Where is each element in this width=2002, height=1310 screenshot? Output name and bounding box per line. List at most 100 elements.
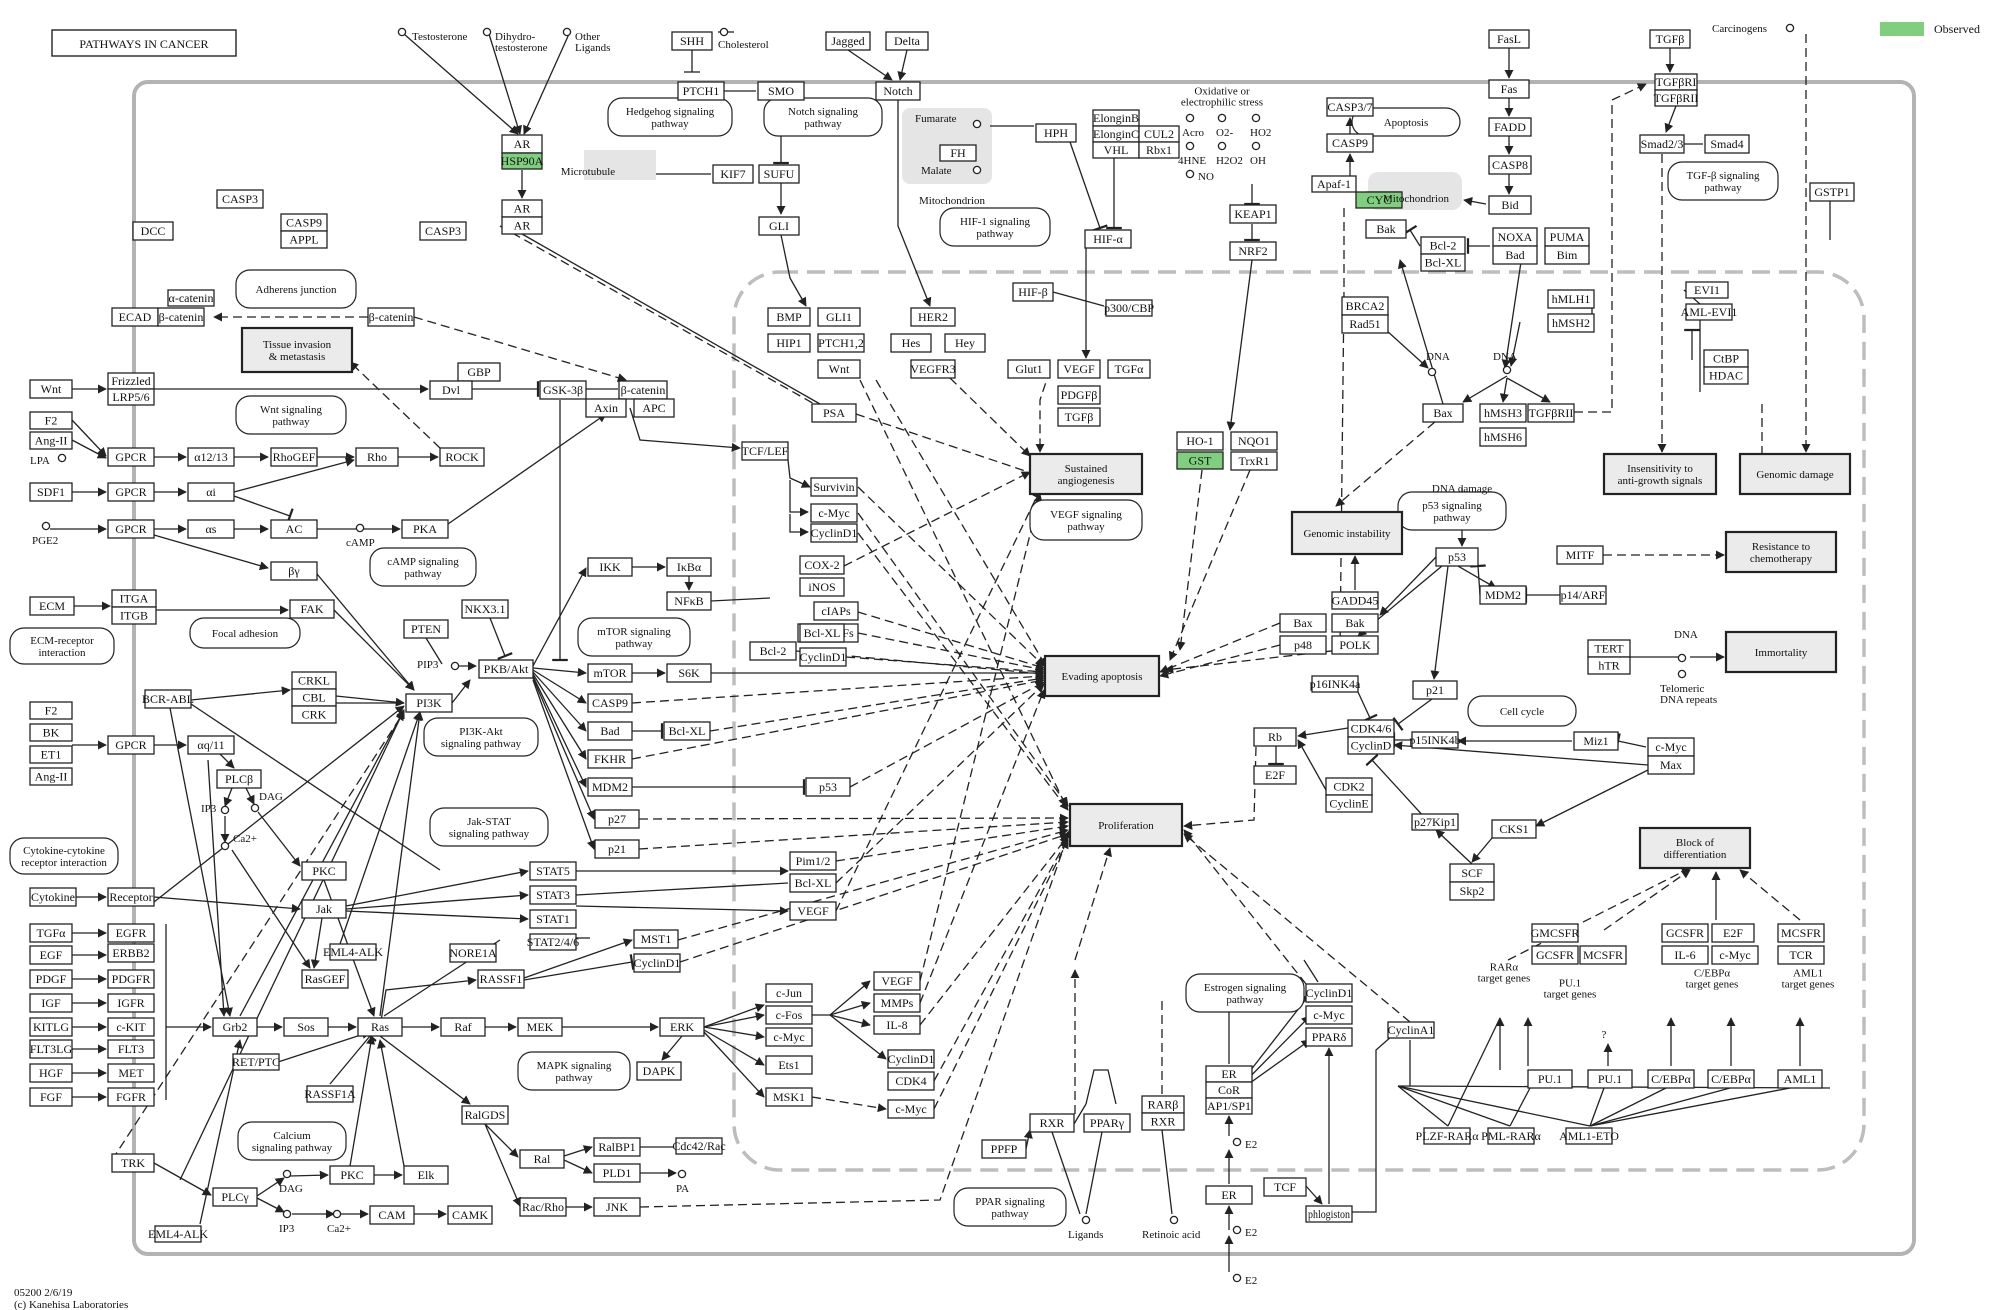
gene-pdgf[interactable]: PDGF (29, 969, 73, 989)
compound-ca2[interactable]: Ca2+ (327, 1209, 351, 1235)
compound-cholesterol[interactable]: Cholesterol (718, 27, 769, 51)
gene-bid[interactable]: Bid (1488, 195, 1532, 215)
gene-cdc42-rac[interactable]: Cdc42/Rac (672, 1137, 726, 1155)
gene-igfr[interactable]: IGFR (107, 993, 155, 1013)
gene-skp2[interactable]: Skp2 (1449, 881, 1495, 901)
gene-s6k[interactable]: S6K (666, 663, 712, 683)
gene-pld1[interactable]: PLD1 (593, 1163, 641, 1183)
gene-rb[interactable]: Rb (1253, 727, 1297, 747)
gene-bak[interactable]: Bak (1331, 613, 1379, 633)
gene-c-myc[interactable]: c-Myc (1305, 1005, 1353, 1025)
gene-hmsh2[interactable]: hMSH2 (1547, 313, 1595, 333)
phenotype-genomic-instability[interactable]: Genomic instability (1290, 510, 1404, 556)
gene-crkl[interactable]: CRKL (291, 671, 337, 690)
gene-ciaps[interactable]: cIAPs (813, 601, 859, 621)
gene-fgf[interactable]: FGF (29, 1087, 73, 1107)
gene-ctbp[interactable]: CtBP (1703, 349, 1749, 368)
compound-fumarate[interactable]: Fumarate (915, 113, 982, 129)
gene-pim1-2[interactable]: Pim1/2 (789, 851, 837, 871)
gene-pten[interactable]: PTEN (403, 619, 449, 639)
compound-dag[interactable]: DAG (279, 1169, 303, 1195)
compound-malate[interactable]: Malate (921, 165, 982, 177)
gene-rassf1[interactable]: RASSF1 (477, 969, 525, 989)
gene-mdm2[interactable]: MDM2 (587, 777, 633, 797)
compound-dna[interactable]: DNA (1493, 351, 1517, 375)
gene-eml4-alk[interactable]: EML4-ALK (323, 943, 383, 961)
phenotype-immortality[interactable]: Immortality (1724, 630, 1838, 674)
gene-cyclind1[interactable]: CyclinD1 (633, 953, 681, 973)
gene-i-b[interactable]: IκBα (666, 557, 712, 577)
gene-hip1[interactable]: HIP1 (767, 333, 811, 353)
gene-casp8[interactable]: CASP8 (1488, 155, 1532, 175)
compound-e2[interactable]: E2 (1232, 1225, 1257, 1239)
compound-no[interactable]: NO (1185, 169, 1214, 183)
compound-e2[interactable]: E2 (1232, 1273, 1257, 1287)
gene-s[interactable]: αs (187, 519, 235, 539)
gene-rho[interactable]: Rho (355, 447, 399, 467)
gene-f2[interactable]: F2 (29, 411, 73, 430)
gene-hmsh6[interactable]: hMSH6 (1479, 427, 1527, 447)
gene-plc[interactable]: PLCγ (212, 1187, 258, 1207)
gene-gpcr[interactable]: GPCR (107, 519, 155, 539)
gene-smad4[interactable]: Smad4 (1704, 134, 1750, 154)
gene-phlogiston[interactable]: phlogiston (1305, 1205, 1353, 1223)
gene-bcl-xl[interactable]: Bcl-XL (799, 623, 845, 643)
pathway-link-focal-adhesion[interactable]: Focal adhesion (189, 617, 301, 649)
gene-casp3[interactable]: CASP3 (216, 189, 264, 209)
gene-receptor[interactable]: Receptor (107, 887, 155, 907)
gene-12-13[interactable]: α12/13 (187, 447, 235, 467)
gene-her2[interactable]: HER2 (910, 307, 956, 327)
gene-gli1[interactable]: GLI1 (817, 307, 861, 327)
gene-rar[interactable]: RARβ (1141, 1095, 1185, 1114)
compound-oh[interactable]: OH (1250, 141, 1266, 167)
gene-hif[interactable]: HIF-α (1084, 229, 1132, 249)
gene-cdk4-6[interactable]: CDK4/6 (1347, 719, 1395, 738)
gene-cyc[interactable]: CYC (1355, 191, 1403, 209)
gene-tgf-rii[interactable]: TGFβRII (1654, 89, 1699, 107)
gene-gsk-3[interactable]: GSK-3β (539, 380, 587, 400)
gene-shh[interactable]: SHH (671, 31, 713, 51)
gene-survivin[interactable]: Survivin (810, 477, 858, 497)
gene-msk1[interactable]: MSK1 (765, 1087, 813, 1107)
gene-scf[interactable]: SCF (1449, 863, 1495, 883)
gene-catenin[interactable]: β-catenin (618, 380, 668, 400)
gene-ac[interactable]: AC (270, 519, 318, 539)
gene-itgb[interactable]: ITGB (111, 606, 157, 625)
gene-hes[interactable]: Hes (890, 333, 932, 353)
gene-p53[interactable]: p53 (1435, 547, 1479, 567)
gene-noxa[interactable]: NOXA (1492, 227, 1538, 247)
gene-e2f[interactable]: E2F (1711, 923, 1755, 943)
gene-gmcsfr[interactable]: GMCSFR (1531, 923, 1580, 943)
gene-fak[interactable]: FAK (289, 599, 335, 619)
gene-tgf[interactable]: TGFβ (1649, 29, 1691, 49)
gene-kif7[interactable]: KIF7 (712, 164, 754, 184)
gene-ppar[interactable]: PPARγ (1083, 1113, 1131, 1133)
gene-pdgfr[interactable]: PDGFR (107, 969, 155, 989)
gene-cyclind1[interactable]: CyclinD1 (799, 647, 847, 667)
gene-erbb2[interactable]: ERBB2 (107, 943, 155, 963)
gene-dapk[interactable]: DAPK (636, 1061, 682, 1081)
gene-mmps[interactable]: MMPs (873, 993, 921, 1013)
gene-cyclind1[interactable]: CyclinD1 (1305, 983, 1353, 1003)
gene-rock[interactable]: ROCK (439, 447, 485, 467)
gene-c-ebp[interactable]: C/EBPα (1647, 1069, 1695, 1089)
gene-rad51[interactable]: Rad51 (1341, 314, 1389, 334)
gene-cyclind[interactable]: CyclinD (1347, 736, 1395, 755)
gene-smo[interactable]: SMO (757, 81, 805, 101)
gene-kitlg[interactable]: KITLG (29, 1017, 73, 1037)
gene-delta[interactable]: Delta (885, 31, 929, 51)
gene-bak[interactable]: Bak (1365, 219, 1407, 239)
gene-tcr[interactable]: TCR (1777, 945, 1825, 965)
gene-bim[interactable]: Bim (1544, 245, 1590, 265)
gene-ras[interactable]: Ras (357, 1017, 403, 1037)
gene-axin[interactable]: Axin (585, 398, 627, 418)
compound-o2[interactable]: O2- (1216, 113, 1233, 139)
gene-hmsh3[interactable]: hMSH3 (1479, 403, 1527, 423)
gene-hif[interactable]: HIF-β (1012, 282, 1054, 302)
